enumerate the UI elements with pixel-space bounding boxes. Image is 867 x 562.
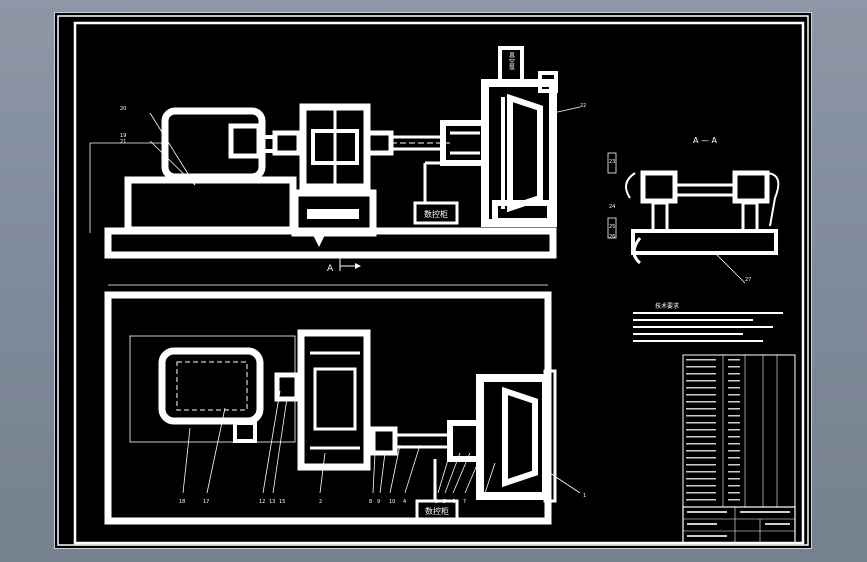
svg-text:5: 5 <box>443 499 446 505</box>
controller-label-bottom: 数控柜 <box>425 506 449 516</box>
svg-text:18: 18 <box>179 499 185 505</box>
inner-frame <box>73 21 805 545</box>
svg-text:20: 20 <box>120 106 126 112</box>
svg-text:15: 15 <box>279 499 285 505</box>
plan-gearbox <box>297 329 371 471</box>
svg-text:25: 25 <box>609 224 615 230</box>
outer-frame <box>57 15 809 546</box>
svg-text:19: 19 <box>120 133 126 139</box>
plan-motor <box>158 347 264 425</box>
svg-text:23: 23 <box>609 159 615 165</box>
svg-text:7: 7 <box>463 499 466 505</box>
svg-text:12: 12 <box>259 499 265 505</box>
svg-text:26: 26 <box>609 234 615 240</box>
vacuum-pump-label: 真空泵 <box>508 51 515 70</box>
title-block <box>682 506 796 544</box>
controller-box-top <box>413 201 459 225</box>
svg-text:13: 13 <box>269 499 275 505</box>
controller-box-bottom <box>415 499 459 521</box>
section-view-a-a: A — A 23 24 25 26 27 <box>607 136 780 284</box>
svg-text:24: 24 <box>609 204 615 210</box>
svg-text:6: 6 <box>452 499 455 505</box>
section-title: A — A <box>693 136 718 145</box>
notes-title: 技术要求 <box>655 302 679 310</box>
controller-label-top: 数控柜 <box>424 209 448 219</box>
svg-text:4: 4 <box>403 499 406 505</box>
svg-text:22: 22 <box>580 103 586 109</box>
plan-view: 数控柜 18 17 12 13 15 2 8 <box>104 284 586 525</box>
technical-notes: 技术要求 <box>633 302 783 342</box>
svg-text:9: 9 <box>377 499 380 505</box>
svg-text:10: 10 <box>389 499 395 505</box>
elevation-view: 真空泵 数控柜 A 20 19 21 22 <box>89 46 586 274</box>
motor-pedestal <box>124 176 297 234</box>
engineering-drawing: 真空泵 数控柜 A 20 19 21 22 A — A <box>57 15 809 546</box>
svg-text:3: 3 <box>435 499 438 505</box>
svg-text:17: 17 <box>203 499 209 505</box>
svg-text:1: 1 <box>583 493 586 499</box>
svg-text:27: 27 <box>745 277 751 283</box>
svg-text:2: 2 <box>319 499 322 505</box>
svg-text:8: 8 <box>369 499 372 505</box>
motor-body <box>161 107 266 181</box>
svg-text:21: 21 <box>120 139 126 145</box>
parts-list <box>682 354 796 508</box>
vacuum-pump <box>498 46 524 85</box>
section-arrow-label: A <box>327 264 334 274</box>
drawing-sheet: 真空泵 数控柜 A 20 19 21 22 A — A <box>54 12 812 549</box>
